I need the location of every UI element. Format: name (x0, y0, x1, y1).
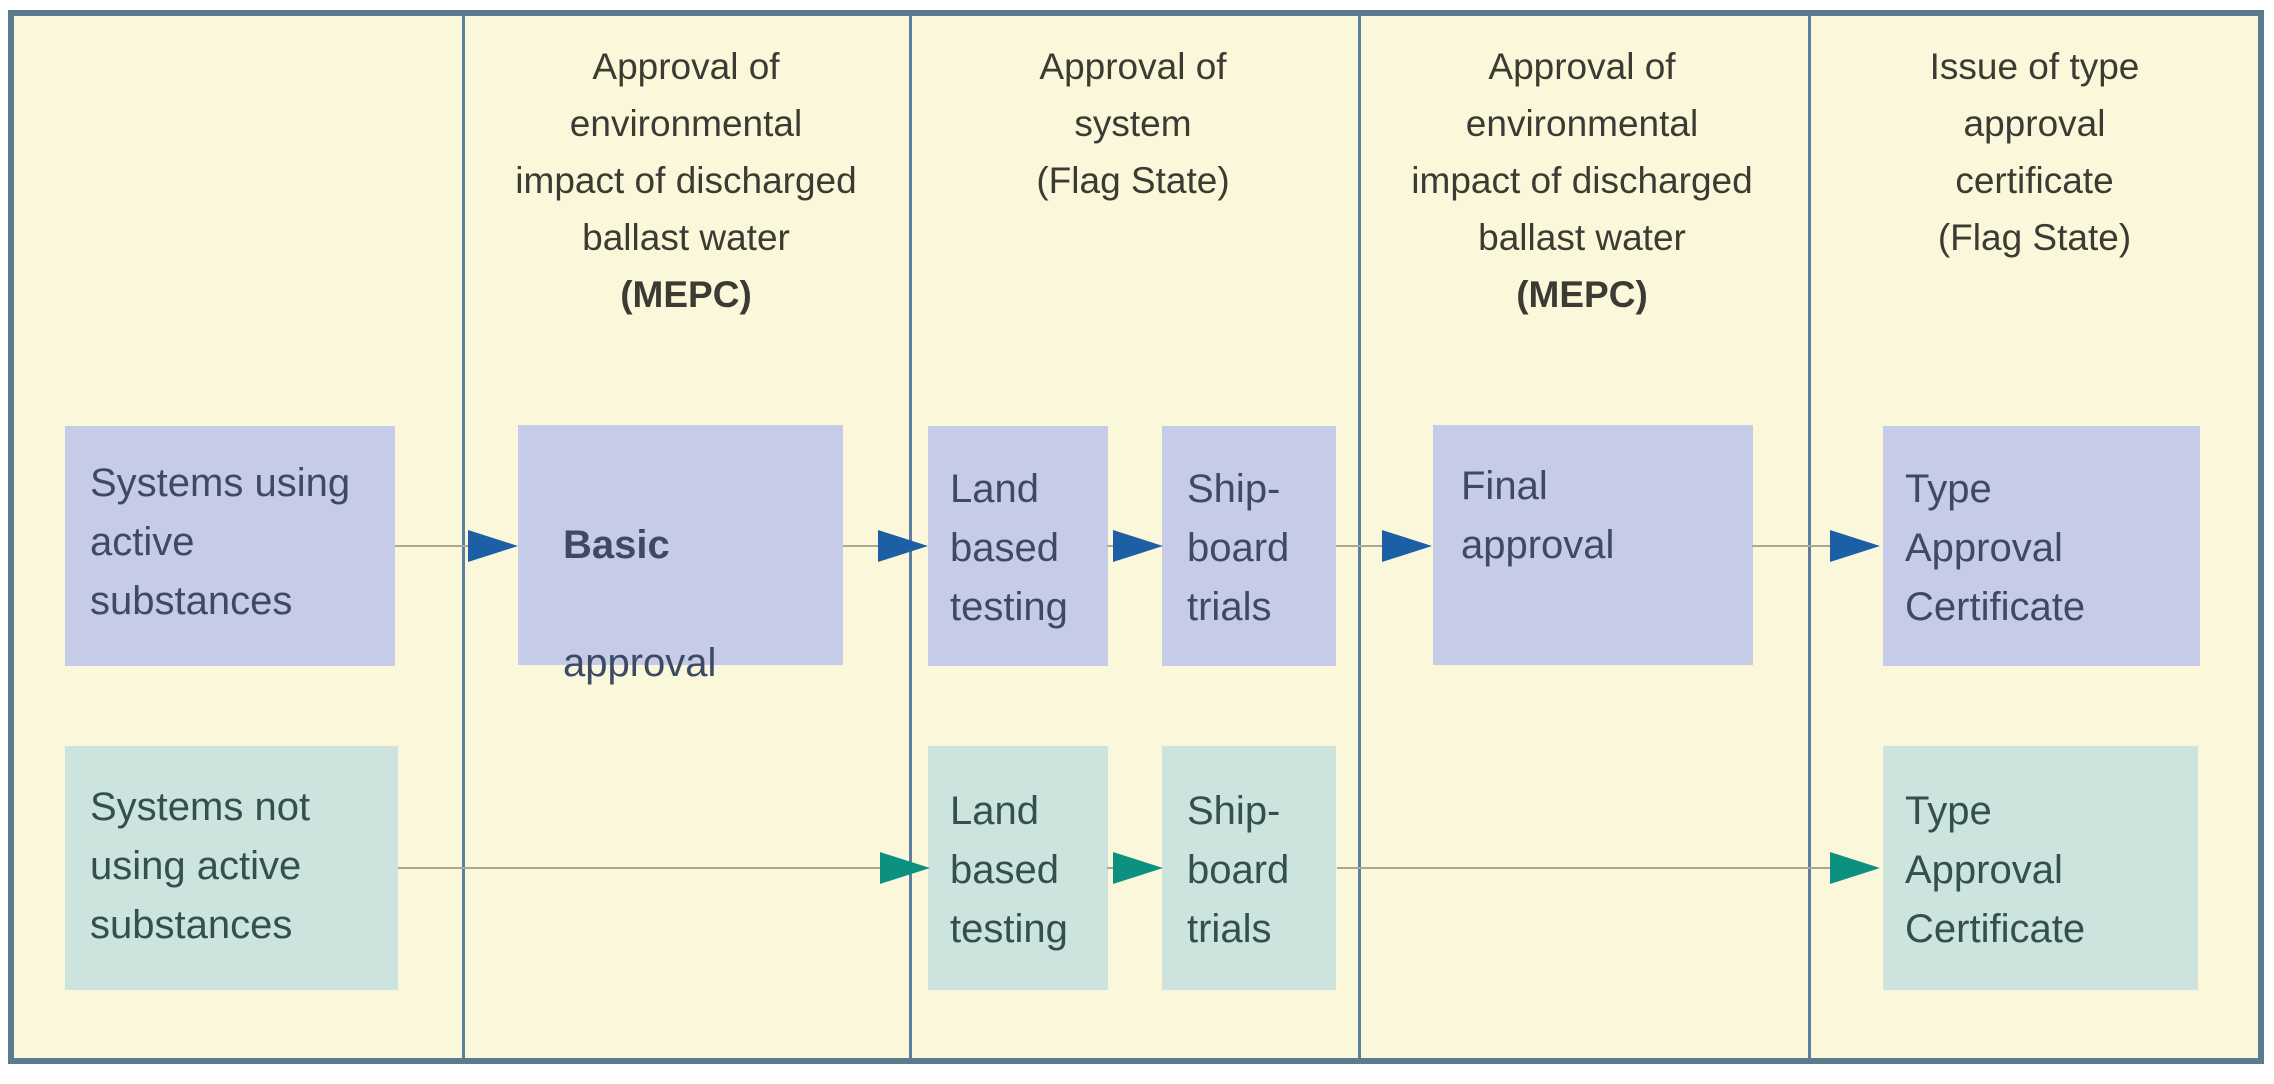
arrow-right-icon (1113, 530, 1163, 562)
basic-approval-line2: approval (563, 641, 717, 685)
arrow-right-icon (880, 852, 930, 884)
connector-line (1336, 545, 1384, 547)
connector-line (1752, 545, 1832, 547)
basic-approval-line1: Basic (563, 523, 670, 567)
box-type-approval-certificate-active: Type Approval Certificate (1883, 426, 2200, 666)
header-mepc-final: Approval of environmental impact of disc… (1362, 38, 1802, 323)
header-text: Approval of environmental impact of disc… (1411, 46, 1753, 258)
box-shipboard-trials-active: Ship- board trials (1162, 426, 1336, 666)
connector-line (1337, 867, 1832, 869)
column-divider-3 (1358, 16, 1361, 1058)
box-shipboard-trials-nonactive: Ship- board trials (1162, 746, 1336, 990)
connector-line (395, 545, 470, 547)
box-land-based-testing-active: Land based testing (928, 426, 1108, 666)
connector-line (1107, 867, 1117, 869)
arrow-right-icon (1113, 852, 1163, 884)
box-systems-using-active-substances: Systems using active substances (65, 426, 395, 666)
header-emphasis: (MEPC) (620, 274, 752, 315)
header-emphasis: (MEPC) (1516, 274, 1648, 315)
arrow-right-icon (1382, 530, 1432, 562)
box-final-approval: Final approval (1433, 425, 1753, 665)
box-systems-not-using-active-substances: Systems not using active substances (65, 746, 398, 990)
connector-line (398, 867, 882, 869)
box-basic-approval: Basic approval (518, 425, 843, 685)
arrow-right-icon (1830, 852, 1880, 884)
column-divider-4 (1808, 16, 1811, 1058)
connector-line (843, 545, 880, 547)
box-land-based-testing-nonactive: Land based testing (928, 746, 1108, 990)
arrow-right-icon (1830, 530, 1880, 562)
arrow-right-icon (878, 530, 928, 562)
header-text: Approval of system (Flag State) (1036, 46, 1230, 201)
arrow-right-icon (468, 530, 518, 562)
column-divider-1 (462, 16, 465, 1058)
header-type-approval-certificate: Issue of type approval certificate (Flag… (1812, 38, 2257, 266)
header-mepc-basic: Approval of environmental impact of disc… (466, 38, 906, 323)
connector-line (1107, 545, 1117, 547)
header-text: Approval of environmental impact of disc… (515, 46, 857, 258)
header-flag-state-system: Approval of system (Flag State) (913, 38, 1353, 209)
box-type-approval-certificate-nonactive: Type Approval Certificate (1883, 746, 2198, 990)
header-text: Issue of type approval certificate (Flag… (1929, 46, 2140, 258)
